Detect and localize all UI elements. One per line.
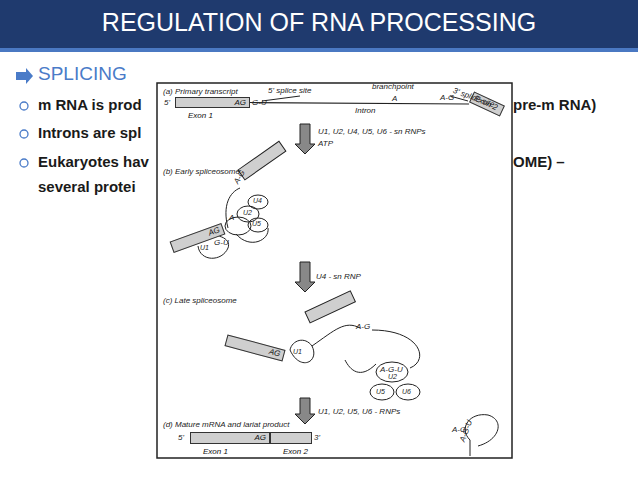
splice-site-text: AG — [234, 98, 246, 107]
exon-name: Exon 1 — [203, 447, 228, 456]
figure-label: A-G-U — [380, 365, 403, 374]
exon-box: Exon 2 — [270, 432, 312, 444]
section-heading: SPLICING — [38, 63, 127, 85]
figure-label: U4 - sn RNP — [316, 272, 361, 281]
exon-name: Exon 2 — [283, 447, 308, 456]
splice-site-text: AG — [254, 433, 266, 442]
figure-label: A-G-U — [458, 419, 474, 443]
figure-label: (a) Primary transcript — [163, 87, 238, 96]
spliceosome-drawing — [198, 96, 498, 456]
figure-label: A-G — [440, 93, 454, 102]
figure-label: U5 — [376, 388, 385, 395]
bullet-text: pre-m RNA) — [513, 96, 596, 113]
figure-label: U6 — [402, 388, 411, 395]
figure-label: G-U — [214, 238, 229, 247]
figure-label: (d) Mature mRNA and lariat product — [163, 420, 289, 429]
bullet-symbols — [16, 68, 33, 167]
figure-label: 5' — [178, 433, 184, 442]
slide-title: REGULATION OF RNA PROCESSING — [0, 8, 638, 37]
splice-site-text: AG — [268, 347, 281, 359]
figure-label: U1, U2, U4, U5, U6 - sn RNPs — [318, 127, 426, 136]
figure-label: G-U — [252, 98, 267, 107]
figure-label: A-G — [356, 322, 370, 331]
exon-box: AGExon 1 — [175, 97, 250, 108]
figure-label: Intron — [355, 106, 375, 115]
exon-box: AG — [224, 334, 285, 361]
figure-label: U2 — [388, 373, 397, 380]
bullet-text: OME) – — [513, 153, 565, 170]
figure-label: (b) Early spliceosome — [163, 167, 240, 176]
figure-label: U1 — [200, 244, 209, 251]
splice-site-text: AG — [207, 225, 221, 237]
intron-line — [250, 103, 469, 105]
figure-label: U1, U2, U5, U6 - RNPs — [318, 407, 400, 416]
exon-box: AGExon 1 — [190, 432, 270, 444]
bullet-text: several protei — [38, 178, 136, 195]
figure-label: 3' splice site — [452, 86, 496, 109]
figure-panel — [157, 83, 512, 458]
figure-label: 5' — [164, 98, 170, 107]
figure-label: 3' — [314, 433, 320, 442]
bullet-text: Introns are spl — [38, 124, 141, 141]
figure-label: (c) Late spliceosome — [163, 296, 237, 305]
figure-label: A — [229, 213, 234, 222]
bullet-text: m RNA is prod — [38, 96, 142, 113]
bullet-text: Eukaryotes hav — [38, 153, 149, 170]
figure-label: U5 — [252, 220, 261, 227]
figure-label: ATP — [318, 139, 333, 148]
figure-label: 5' splice site — [268, 86, 311, 95]
figure-label: U2 — [243, 209, 252, 216]
figure-label: A — [392, 94, 397, 103]
figure-label: branchpoint — [372, 82, 414, 91]
figure-label: U1 — [293, 348, 302, 355]
exon-name: Exon 1 — [188, 111, 213, 120]
figure-label: U4 — [253, 197, 262, 204]
